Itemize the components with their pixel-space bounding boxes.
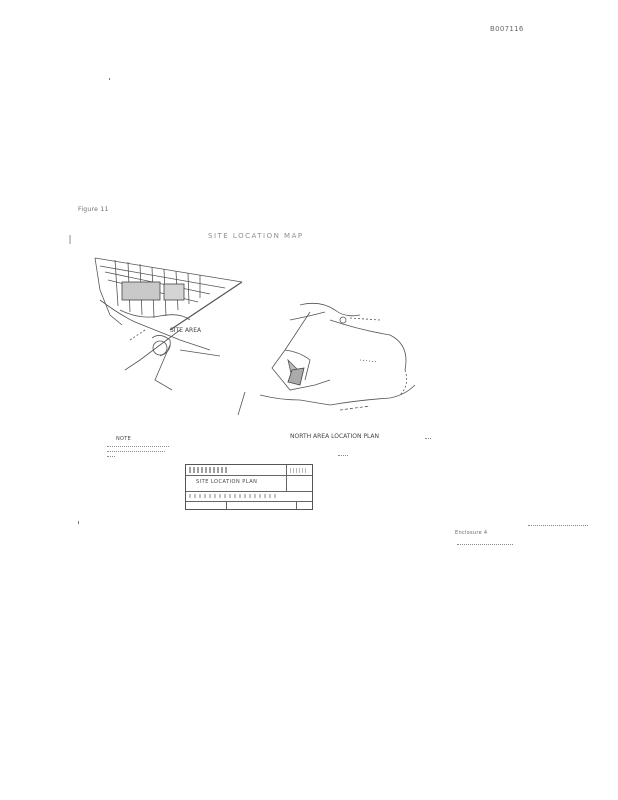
bottom-right-text: Enclosure 4 xyxy=(455,530,488,536)
document-id: B007116 xyxy=(490,25,524,33)
legend-line-1 xyxy=(107,446,169,447)
title-block-text: SITE LOCATION PLAN xyxy=(196,479,258,485)
figure-title: SITE LOCATION MAP xyxy=(208,232,304,240)
map-label-left: SITE AREA xyxy=(170,327,202,334)
bottom-right-dots-top xyxy=(528,525,588,526)
drawing-title-block: SITE LOCATION PLAN xyxy=(185,464,313,510)
figure-label: Figure 11 xyxy=(78,206,109,213)
left-site-map xyxy=(94,257,243,391)
map-label-right: NORTH AREA LOCATION PLAN xyxy=(290,433,379,440)
legend-line-3 xyxy=(107,456,115,457)
legend-title: NOTE xyxy=(116,436,132,442)
legend-line-2 xyxy=(107,451,165,452)
right-north-area-map xyxy=(237,302,416,416)
site-map-figure: SITE AREA NORTH AREA LOCATION PLAN xyxy=(69,235,416,440)
bottom-right-dots-bottom xyxy=(457,544,513,545)
margin-dots-right xyxy=(425,438,431,439)
scan-speck xyxy=(109,78,110,80)
margin-dots-mid xyxy=(338,455,348,456)
scan-speck xyxy=(78,521,79,524)
